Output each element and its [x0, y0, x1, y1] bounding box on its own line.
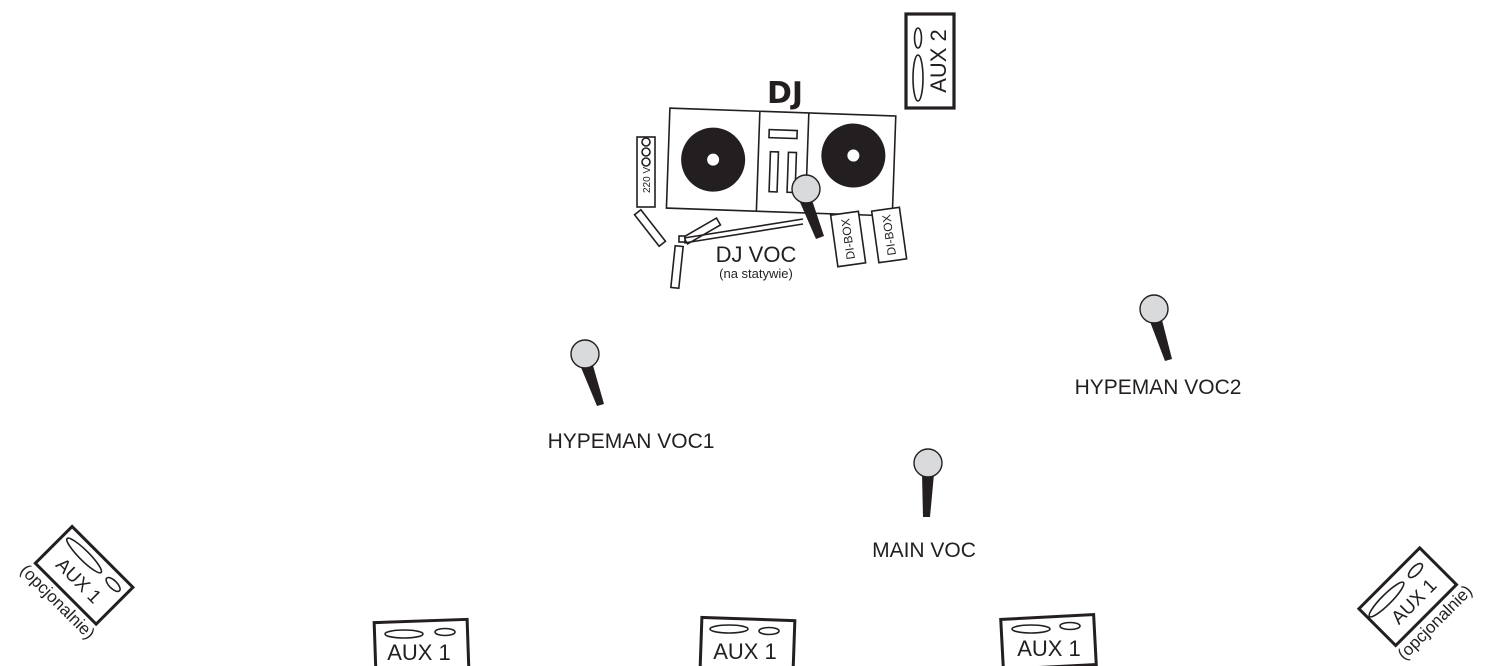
mic-stand-icon	[633, 208, 804, 290]
di-box-right-label: DI-BOX	[879, 214, 899, 257]
aux2-monitor: AUX 2	[904, 12, 956, 110]
dj-voc-mic-icon	[791, 174, 824, 239]
dj-booth: DJ 220 V	[633, 76, 908, 290]
aux1-right-label: AUX 1	[1017, 636, 1081, 661]
aux2-label: AUX 2	[926, 29, 951, 93]
dj-title: DJ	[767, 76, 803, 111]
hypeman-voc2-label: HYPEMAN VOC2	[1075, 376, 1242, 399]
power-strip: 220 V	[636, 136, 656, 208]
hypeman-voc1-mic	[570, 339, 604, 406]
di-box-left-label: DI-BOX	[838, 218, 858, 261]
dj-voc-note: (na statywie)	[719, 266, 793, 281]
main-voc-label: MAIN VOC	[872, 539, 976, 562]
fader-icon	[768, 150, 780, 193]
aux1-optional-right: AUX 1 (opcjonalnie)	[1356, 545, 1476, 664]
hypeman-voc2-mic	[1139, 294, 1172, 361]
dj-voc-label: DJ VOC	[716, 242, 797, 267]
aux1-monitor-center: AUX 1	[698, 615, 797, 666]
main-voc-mic	[913, 448, 943, 517]
hypeman-voc1-label: HYPEMAN VOC1	[548, 430, 715, 453]
aux1-optional-left: AUX 1 (opcjonalnie)	[16, 524, 136, 643]
aux1-monitor-right: AUX 1	[999, 612, 1098, 666]
aux1-center-label: AUX 1	[713, 639, 777, 664]
aux1-monitor-left: AUX 1	[372, 617, 471, 666]
aux1-left-label: AUX 1	[387, 640, 451, 665]
di-box-right: DI-BOX	[870, 206, 908, 264]
power-label: 220 V	[642, 167, 653, 193]
crossfader-icon	[768, 128, 799, 140]
di-box-left: DI-BOX	[829, 210, 867, 268]
